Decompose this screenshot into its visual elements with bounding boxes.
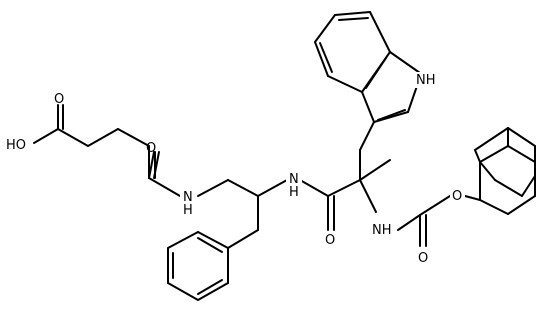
amide1-hydrogen-label: H	[183, 203, 193, 218]
benzyl-group	[167, 229, 259, 301]
linker-bonds	[197, 179, 288, 231]
amide1-nitrogen-label: N	[183, 190, 193, 205]
acid-oxygen-label: O	[54, 92, 64, 107]
carbamate-carbonyl-oxygen-label: O	[418, 251, 428, 266]
hydroxyl-label: HO	[6, 138, 26, 153]
carbamate	[397, 195, 451, 247]
amide2-oxygen-label: O	[325, 233, 335, 248]
amide2-nitrogen-label: N	[289, 172, 299, 187]
ester-oxygen-label: O	[452, 189, 462, 204]
central-backbone	[299, 149, 391, 231]
amide2-hydrogen-label: H	[289, 185, 299, 200]
adamantyl-group	[464, 127, 536, 215]
indole-nitrogen-label: NH	[416, 73, 436, 88]
amide1-oxygen-label: O	[146, 141, 156, 156]
amide1-carbonyl	[148, 151, 156, 179]
indole-group	[314, 11, 431, 151]
carbamate-nitrogen-label: NH	[372, 223, 392, 238]
glutaryl-chain	[33, 104, 181, 197]
